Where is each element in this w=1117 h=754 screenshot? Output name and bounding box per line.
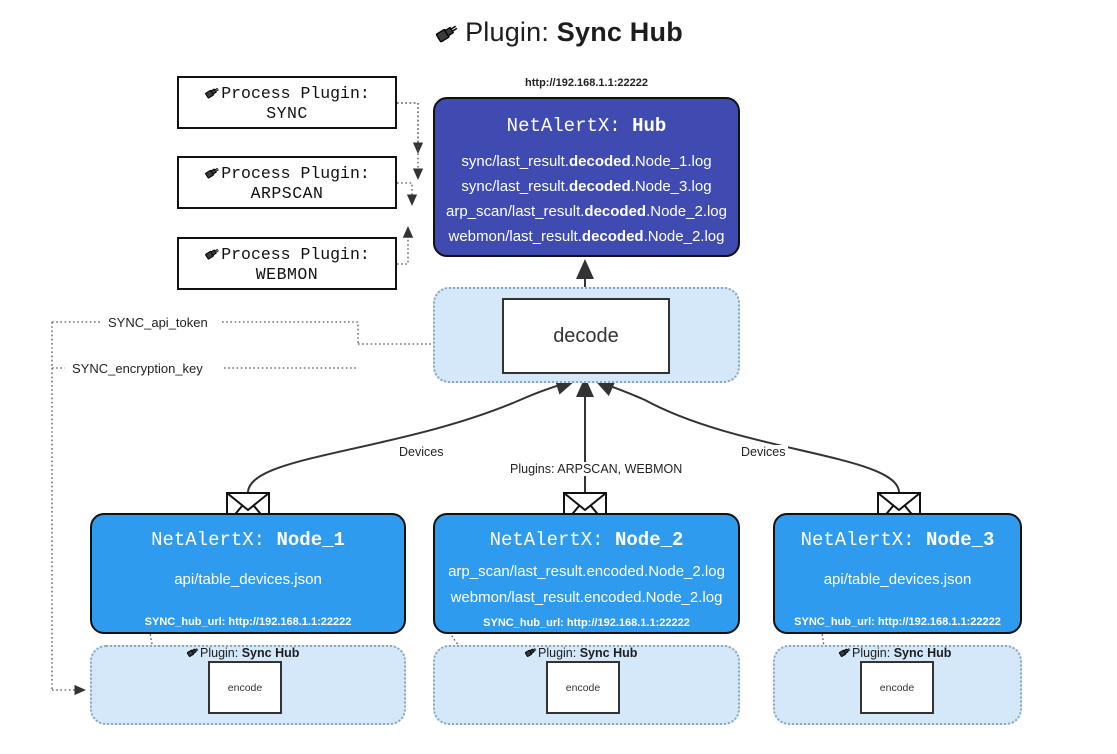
hub-title-prefix: NetAlertX: bbox=[506, 115, 621, 137]
hub-url-label: http://192.168.1.1:22222 bbox=[525, 77, 648, 89]
hub-log-row: sync/last_result.decoded.Node_3.log bbox=[461, 178, 712, 195]
plug-icon bbox=[204, 245, 221, 264]
node-title: NetAlertX: Node_1 bbox=[151, 529, 345, 551]
hub-title-name: Hub bbox=[632, 115, 667, 137]
process-plugin-name: WEBMON bbox=[255, 264, 319, 284]
devices-left-label: Devices bbox=[396, 445, 447, 459]
process-plugin-webmon[interactable]: Process Plugin: WEBMON bbox=[177, 237, 397, 290]
node-1[interactable]: NetAlertX: Node_1 api/table_devices.json… bbox=[90, 513, 406, 634]
encode-label: encode bbox=[879, 681, 915, 694]
title-prefix: Plugin: bbox=[465, 17, 550, 47]
encode-label: encode bbox=[227, 681, 263, 694]
process-plugin-name: ARPSCAN bbox=[250, 183, 324, 203]
sync-api-token-label: SYNC_api_token bbox=[104, 315, 212, 330]
node-title: NetAlertX: Node_3 bbox=[800, 529, 995, 551]
encode-plugin-label-1: Plugin: Sync Hub bbox=[186, 646, 299, 660]
plug-icon bbox=[838, 646, 852, 660]
node-hub-url: SYNC_hub_url: http://192.168.1.1:22222 bbox=[794, 616, 1001, 628]
page-title: Plugin: Sync Hub bbox=[0, 16, 1117, 51]
node-line: webmon/last_result.encoded.Node_2.log bbox=[450, 589, 723, 606]
node-hub-url: SYNC_hub_url: http://192.168.1.1:22222 bbox=[144, 616, 352, 628]
node-2[interactable]: NetAlertX: Node_2 arp_scan/last_result.e… bbox=[433, 513, 740, 634]
decode-box[interactable]: decode bbox=[502, 298, 670, 374]
process-plugin-label: Process Plugin: bbox=[221, 83, 370, 103]
hub-log-row: arp_scan/last_result.decoded.Node_2.log bbox=[446, 203, 727, 220]
hub-log-row: webmon/last_result.decoded.Node_2.log bbox=[448, 228, 725, 245]
process-plugin-label: Process Plugin: bbox=[221, 163, 370, 183]
plug-icon bbox=[204, 164, 221, 183]
plug-icon bbox=[434, 19, 461, 51]
hub-log-row: sync/last_result.decoded.Node_1.log bbox=[461, 153, 712, 170]
process-plugin-name: SYNC bbox=[266, 103, 308, 123]
devices-right-label: Devices bbox=[738, 445, 789, 459]
plug-icon bbox=[524, 646, 538, 660]
title-name: Sync Hub bbox=[556, 17, 683, 47]
plugins-center-label: Plugins: ARPSCAN, WEBMON bbox=[507, 462, 686, 476]
encode-box-3[interactable]: encode bbox=[860, 661, 934, 714]
process-plugin-sync[interactable]: Process Plugin: SYNC bbox=[177, 76, 397, 129]
node-title: NetAlertX: Node_2 bbox=[489, 529, 684, 551]
node-line: api/table_devices.json bbox=[823, 571, 972, 588]
hub-title: NetAlertX: Hub bbox=[435, 115, 738, 137]
process-plugin-arpscan[interactable]: Process Plugin: ARPSCAN bbox=[177, 156, 397, 209]
plug-icon bbox=[186, 646, 200, 660]
node-hub-url: SYNC_hub_url: http://192.168.1.1:22222 bbox=[483, 617, 690, 629]
encode-plugin-label-3: Plugin: Sync Hub bbox=[838, 646, 951, 660]
hub-node[interactable]: NetAlertX: Hub sync/last_result.decoded.… bbox=[433, 97, 740, 257]
node-3[interactable]: NetAlertX: Node_3 api/table_devices.json… bbox=[773, 513, 1022, 634]
encode-label: encode bbox=[565, 681, 601, 694]
node-line: arp_scan/last_result.encoded.Node_2.log bbox=[448, 563, 725, 580]
encode-plugin-label-2: Plugin: Sync Hub bbox=[524, 646, 637, 660]
decode-label: decode bbox=[553, 324, 619, 347]
node-line: api/table_devices.json bbox=[174, 571, 322, 588]
process-plugin-label: Process Plugin: bbox=[221, 244, 370, 264]
encode-box-1[interactable]: encode bbox=[208, 661, 282, 714]
plug-icon bbox=[204, 84, 221, 103]
sync-encryption-key-label: SYNC_encryption_key bbox=[68, 361, 207, 376]
encode-box-2[interactable]: encode bbox=[546, 661, 620, 714]
